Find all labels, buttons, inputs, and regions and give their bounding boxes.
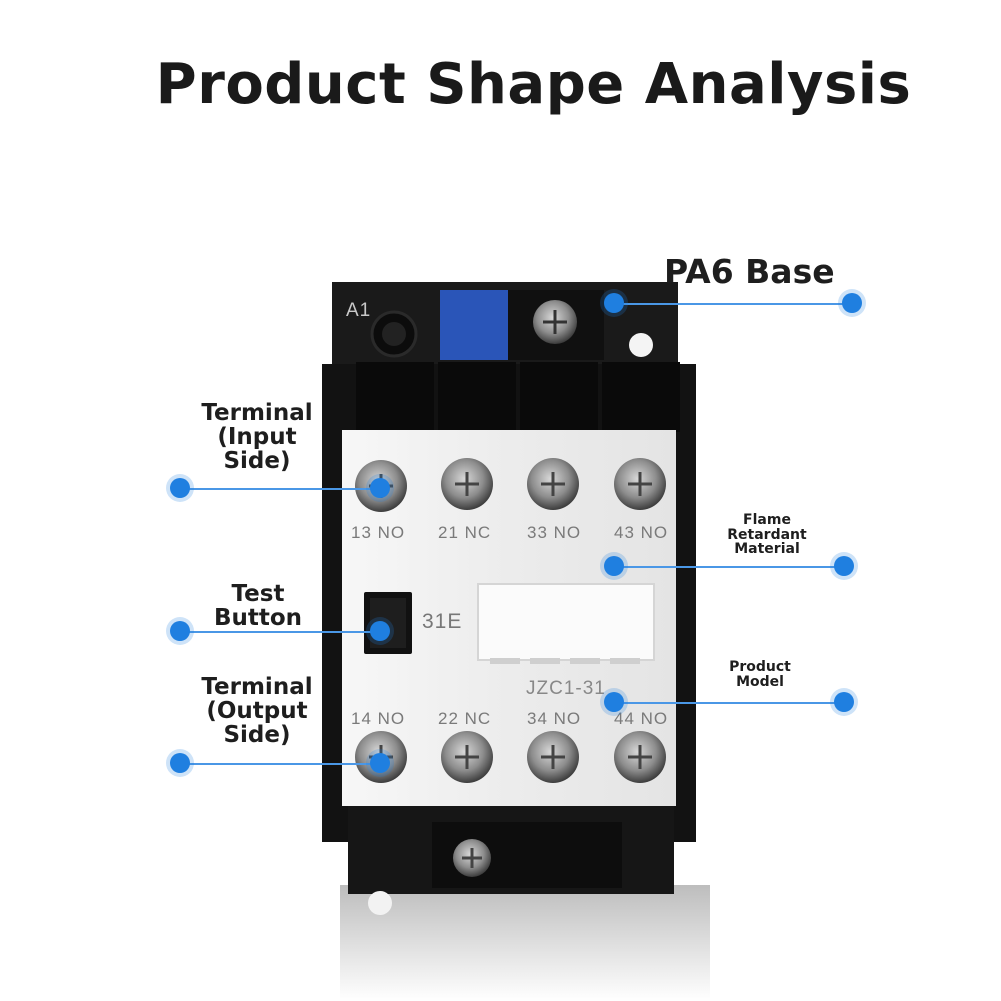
label-terminal-output: Terminal (Output Side) — [201, 674, 313, 749]
label-terminal-input: Terminal (Input Side) — [201, 400, 313, 475]
terminal-label-bottom-4: 44 NO — [614, 709, 668, 728]
callout-dot-input-end — [370, 478, 390, 498]
callout-line-flame — [616, 566, 844, 568]
page-title: Product Shape Analysis — [155, 52, 912, 117]
callout-line-base — [614, 303, 852, 305]
terminal-label-top-1: 13 NO — [351, 523, 405, 542]
callout-line-input — [182, 488, 380, 490]
device-mark: A1 — [346, 300, 371, 321]
terminal-label-top-3: 33 NO — [527, 523, 581, 542]
callout-dot-output — [170, 753, 190, 773]
label-test-button: Test Button — [213, 581, 303, 632]
model-code: JZC1-31 — [526, 678, 606, 699]
mount-hole — [629, 333, 653, 357]
terminal-label-top-4: 43 NO — [614, 523, 668, 542]
reflection — [340, 885, 710, 1001]
indicator-window — [477, 583, 655, 661]
label-product-model: Product Model — [729, 659, 791, 690]
terminal-label-bottom-1: 14 NO — [351, 709, 405, 728]
callout-line-test — [182, 631, 380, 633]
callout-line-output — [182, 763, 380, 765]
callout-dot-test — [170, 621, 190, 641]
callout-line-model — [616, 702, 844, 704]
callout-dot-model — [604, 692, 624, 712]
mount-hole-bottom — [368, 891, 392, 915]
callout-dot-input — [170, 478, 190, 498]
terminal-label-bottom-2: 22 NC — [438, 709, 491, 728]
callout-dot-base — [604, 293, 624, 313]
blue-insert — [440, 290, 508, 360]
label-pa6-base: PA6 Base — [664, 252, 835, 291]
callout-dot-model-end — [834, 692, 854, 712]
callout-dot-flame-end — [834, 556, 854, 576]
callout-dot-test-end — [370, 621, 390, 641]
callout-dot-output-end — [370, 753, 390, 773]
button-code: 31E — [422, 610, 462, 633]
callout-dot-base-end — [842, 293, 862, 313]
callout-dot-flame — [604, 556, 624, 576]
terminal-label-top-2: 21 NC — [438, 523, 491, 542]
terminal-label-bottom-3: 34 NO — [527, 709, 581, 728]
label-flame-retardant: Flame Retardant Material — [727, 512, 807, 558]
